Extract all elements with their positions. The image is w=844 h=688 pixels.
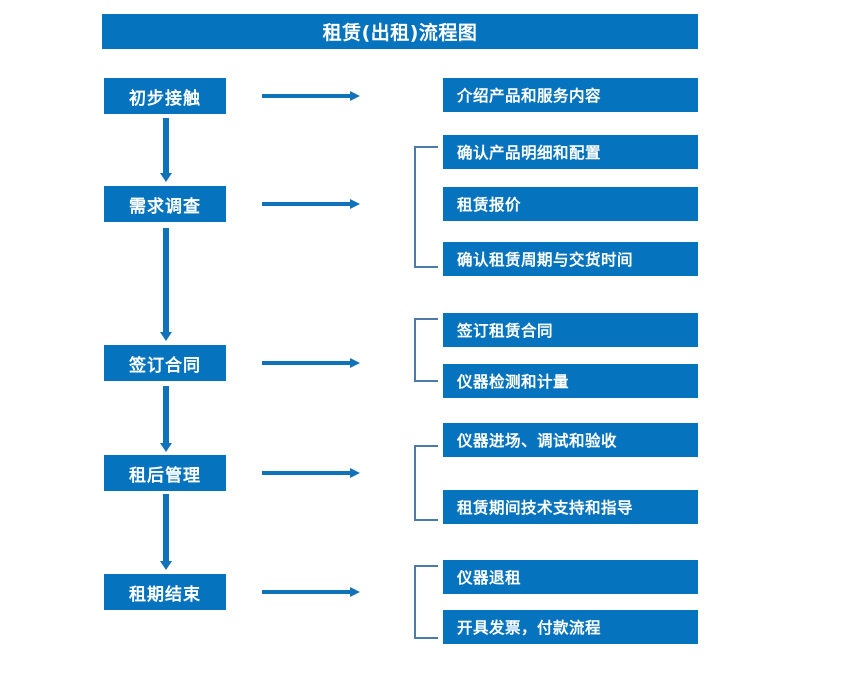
arrow-shaft xyxy=(163,494,169,561)
stage-box-4[interactable]: 租后管理 xyxy=(104,455,226,491)
page-title: 租赁(出租)流程图 xyxy=(102,14,698,49)
horizontal-arrow-4 xyxy=(262,468,360,478)
vertical-arrow-1 xyxy=(160,118,172,182)
arrow-head-icon xyxy=(350,587,360,597)
detail-box-1[interactable]: 介绍产品和服务内容 xyxy=(443,78,698,112)
vertical-arrow-4 xyxy=(160,494,172,570)
horizontal-arrow-3 xyxy=(262,358,360,368)
stage-box-5[interactable]: 租期结束 xyxy=(104,574,226,610)
arrow-shaft xyxy=(262,94,351,98)
arrow-head-icon xyxy=(350,468,360,478)
horizontal-arrow-2 xyxy=(262,199,360,209)
detail-box-2[interactable]: 确认产品明细和配置 xyxy=(443,135,698,169)
arrow-head-icon xyxy=(350,199,360,209)
stage-box-1[interactable]: 初步接触 xyxy=(104,78,226,114)
detail-box-4[interactable]: 确认租赁周期与交货时间 xyxy=(443,242,698,276)
arrow-head-icon xyxy=(160,332,172,341)
stage-box-2[interactable]: 需求调查 xyxy=(104,186,226,222)
arrow-shaft xyxy=(163,118,169,173)
arrow-head-icon xyxy=(350,91,360,101)
arrow-shaft xyxy=(262,590,351,594)
group-bracket-3 xyxy=(414,318,438,382)
detail-box-10[interactable]: 开具发票，付款流程 xyxy=(443,610,698,644)
arrow-shaft xyxy=(163,228,169,332)
detail-box-8[interactable]: 租赁期间技术支持和指导 xyxy=(443,490,698,524)
group-bracket-5 xyxy=(414,565,438,639)
vertical-arrow-2 xyxy=(160,228,172,342)
arrow-head-icon xyxy=(350,358,360,368)
detail-box-9[interactable]: 仪器退租 xyxy=(443,560,698,594)
detail-box-5[interactable]: 签订租赁合同 xyxy=(443,313,698,347)
group-bracket-2 xyxy=(414,146,438,268)
arrow-shaft xyxy=(262,202,351,206)
horizontal-arrow-1 xyxy=(262,91,360,101)
arrow-shaft xyxy=(262,361,351,365)
detail-box-7[interactable]: 仪器进场、调试和验收 xyxy=(443,423,698,457)
arrow-head-icon xyxy=(160,443,172,452)
arrow-shaft xyxy=(163,386,169,443)
detail-box-3[interactable]: 租赁报价 xyxy=(443,187,698,221)
arrow-head-icon xyxy=(160,173,172,182)
vertical-arrow-3 xyxy=(160,386,172,452)
arrow-shaft xyxy=(262,471,351,475)
horizontal-arrow-5 xyxy=(262,587,360,597)
stage-box-3[interactable]: 签订合同 xyxy=(104,345,226,381)
group-bracket-4 xyxy=(414,445,438,521)
arrow-head-icon xyxy=(160,561,172,570)
detail-box-6[interactable]: 仪器检测和计量 xyxy=(443,364,698,398)
